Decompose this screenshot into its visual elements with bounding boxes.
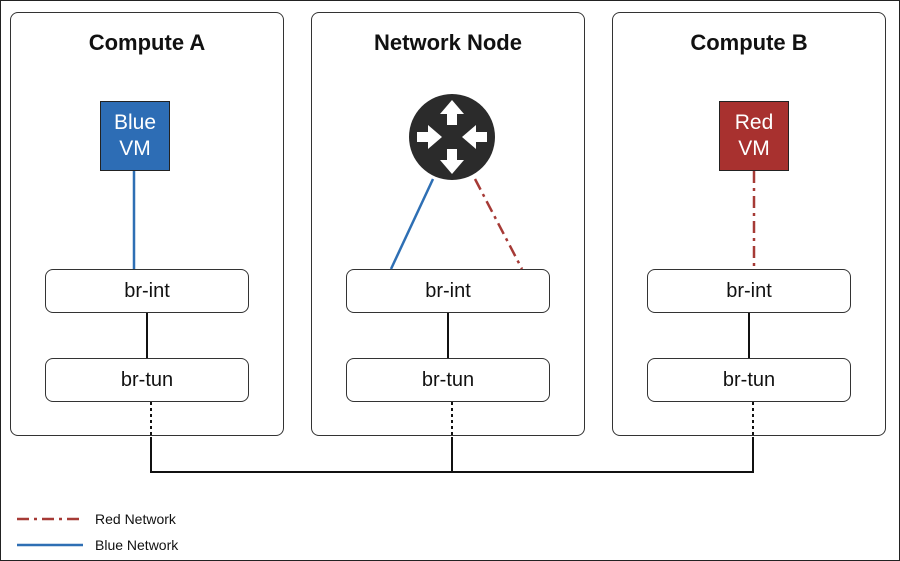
blue-solid-line-icon bbox=[17, 543, 83, 547]
red-dashed-line-icon bbox=[17, 517, 83, 521]
blue-vm: Blue VM bbox=[100, 101, 170, 171]
red-vm-label-line1: Red bbox=[734, 111, 774, 134]
compute-a-box: Compute A Blue VM br-int br-tun bbox=[10, 12, 284, 436]
network-node-box: Network Node br-int br-tun bbox=[311, 12, 585, 436]
legend-item-blue: Blue Network bbox=[17, 532, 237, 558]
red-vm: Red VM bbox=[719, 101, 789, 171]
network-node-br-tun: br-tun bbox=[346, 358, 550, 402]
legend: Red Network Blue Network bbox=[17, 506, 237, 558]
compute-b-box: Compute B Red VM br-int br-tun bbox=[612, 12, 886, 436]
compute-a-br-int: br-int bbox=[45, 269, 249, 313]
compute-b-br-int: br-int bbox=[647, 269, 851, 313]
legend-blue-label: Blue Network bbox=[95, 537, 179, 553]
legend-item-red: Red Network bbox=[17, 506, 237, 532]
red-vm-label-line2: VM bbox=[738, 137, 770, 160]
compute-a-title: Compute A bbox=[88, 30, 206, 55]
tunnel-bus bbox=[150, 437, 754, 473]
compute-a-br-tun: br-tun bbox=[45, 358, 249, 402]
network-node-title: Network Node bbox=[374, 30, 522, 55]
legend-red-label: Red Network bbox=[95, 511, 176, 527]
compute-b-title: Compute B bbox=[690, 30, 808, 55]
blue-vm-label-line1: Blue bbox=[113, 111, 157, 134]
blue-vm-label-line2: VM bbox=[119, 137, 151, 160]
compute-b-br-tun: br-tun bbox=[647, 358, 851, 402]
network-node-br-int: br-int bbox=[346, 269, 550, 313]
